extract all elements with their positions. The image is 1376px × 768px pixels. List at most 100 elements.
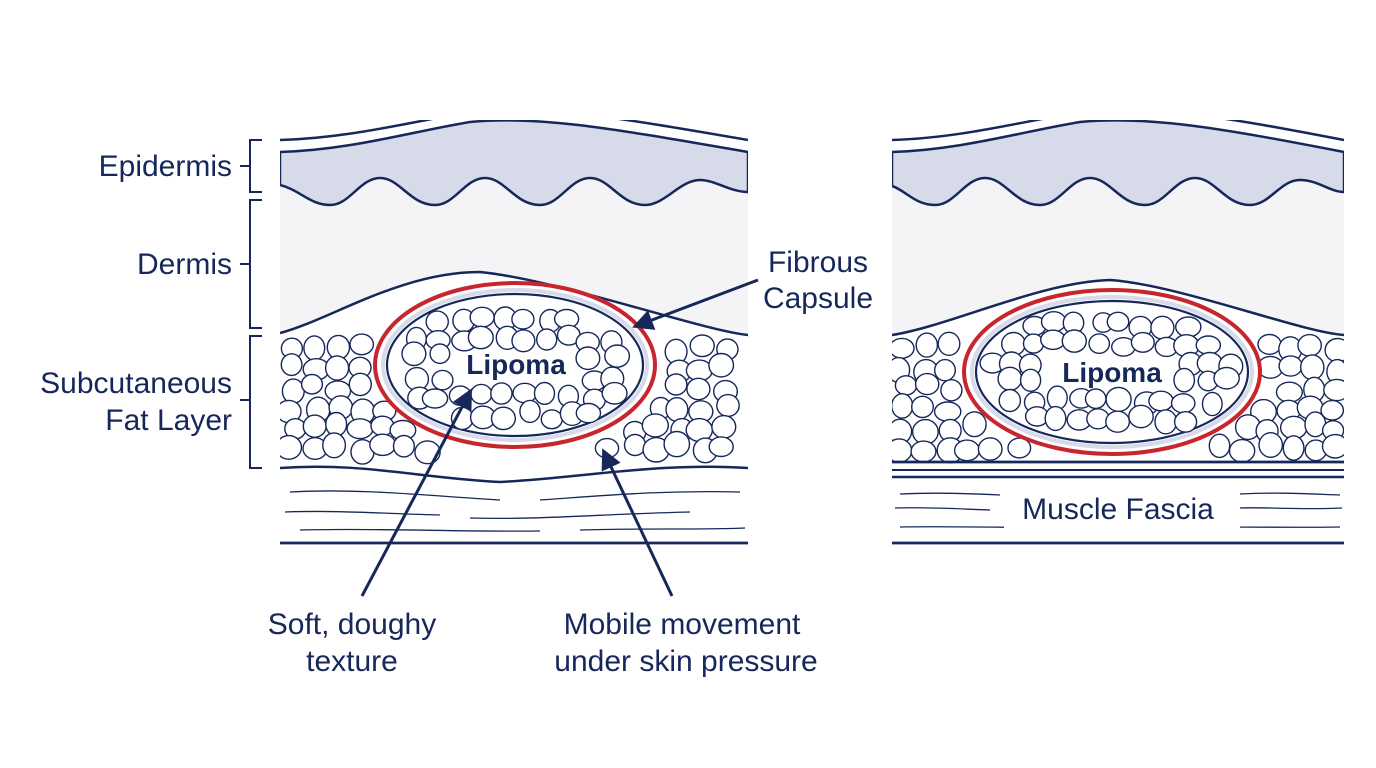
right-lipoma-cells [979, 311, 1244, 435]
fat-cell [1046, 385, 1068, 411]
fat-cell [1105, 410, 1131, 433]
left-fascia-line [280, 465, 748, 484]
fat-cell [940, 378, 963, 402]
dermis-label: Dermis [137, 248, 232, 281]
fat-cell [369, 433, 397, 457]
right-epidermis-layer [892, 120, 1344, 207]
fat-cell [663, 430, 691, 458]
mobility-arrow [601, 448, 674, 597]
texture-arrow [360, 388, 472, 597]
fat-cell [1324, 337, 1344, 363]
fat-cell [1275, 381, 1303, 403]
fat-cell [324, 355, 350, 381]
right-skin-panel [892, 120, 1344, 545]
fat-cell [998, 388, 1022, 413]
right-fat-cells [892, 331, 1344, 464]
mobility-label-line2: under skin pressure [554, 645, 817, 678]
fat-cell [1150, 315, 1175, 340]
fat-cell [1257, 333, 1282, 355]
layer-brackets [240, 139, 262, 469]
left-muscle-strands [284, 490, 746, 532]
right-fascia-lines [892, 460, 1344, 479]
fat-cell [346, 418, 374, 440]
fat-cell [490, 406, 516, 431]
fat-cell [1195, 335, 1222, 356]
fat-cell [623, 433, 647, 457]
fat-cell [937, 331, 961, 356]
fat-cell [1228, 438, 1256, 463]
epidermis-label: Epidermis [99, 150, 232, 183]
capsule-arrow [632, 278, 759, 330]
fat-layer-label-line1: Subcutaneous [40, 367, 232, 400]
fat-cell [977, 437, 1003, 461]
fat-cell [933, 401, 962, 422]
left-dermis-fat-boundary [280, 270, 748, 337]
fat-cell [711, 414, 737, 439]
right-lipoma [962, 288, 1262, 456]
fat-cell [281, 378, 305, 405]
fat-cell [686, 377, 711, 401]
fat-cell [511, 308, 535, 330]
fat-cell [540, 409, 563, 430]
fat-cell [536, 328, 558, 351]
fat-cell [716, 393, 740, 418]
fat-cell [708, 436, 734, 458]
left-epidermis-layer [280, 120, 748, 207]
fat-cell [431, 369, 454, 391]
fat-bracket [240, 335, 262, 469]
fat-cell [349, 333, 375, 356]
fat-cell [601, 381, 628, 405]
fat-cell [1128, 404, 1154, 429]
fat-cell [892, 438, 913, 463]
fat-cell [1173, 367, 1196, 393]
fat-cell [512, 382, 538, 404]
fat-cell [519, 399, 541, 424]
fat-cell [934, 358, 957, 382]
fat-cell [425, 310, 450, 334]
fat-cell [348, 372, 372, 397]
fat-cell [490, 382, 513, 405]
fat-cell [401, 341, 427, 367]
fat-cell [911, 395, 935, 419]
fat-cell [1201, 391, 1223, 417]
fat-cell [392, 434, 415, 458]
fat-cell [1323, 378, 1344, 402]
texture-label-line1: Soft, doughy [268, 608, 436, 641]
fat-cell [1282, 435, 1305, 461]
epidermis-bracket [240, 139, 262, 193]
right-dermis-layer [892, 180, 1344, 335]
fat-cell [1208, 433, 1231, 459]
fat-cell [894, 375, 918, 396]
fat-cell [1258, 432, 1284, 459]
fat-cell [1148, 390, 1174, 412]
fat-cell [280, 434, 303, 460]
left-dermis-layer [280, 180, 748, 335]
fat-cell [1130, 331, 1155, 353]
fat-cell [322, 432, 347, 459]
fat-cell [689, 334, 715, 358]
left-lipoma [373, 281, 657, 449]
fat-cell [641, 413, 669, 438]
fat-layer-label-line2: Fat Layer [105, 404, 232, 437]
fat-cell [533, 381, 556, 405]
fat-cell [915, 332, 939, 358]
fat-cell [280, 353, 303, 377]
fat-cell [953, 439, 981, 462]
fat-cell [429, 343, 451, 365]
capsule-label-line1: Fibrous [768, 246, 868, 279]
fat-cell [1297, 333, 1323, 357]
fat-cell [892, 337, 915, 359]
fascia-label-backdrop [1004, 486, 1240, 530]
left-lipoma-label: Lipoma [466, 349, 566, 380]
fat-cell [962, 411, 987, 438]
fat-cell [300, 373, 324, 395]
left-skin-panel [280, 120, 748, 545]
fat-cell [664, 373, 688, 396]
left-lipoma-cells [401, 306, 631, 431]
texture-label-line2: texture [306, 645, 398, 678]
fat-cell [604, 344, 631, 368]
capsule-label-line2: Capsule [763, 282, 873, 315]
fat-cell [1084, 388, 1107, 410]
fat-cell [1173, 410, 1198, 433]
